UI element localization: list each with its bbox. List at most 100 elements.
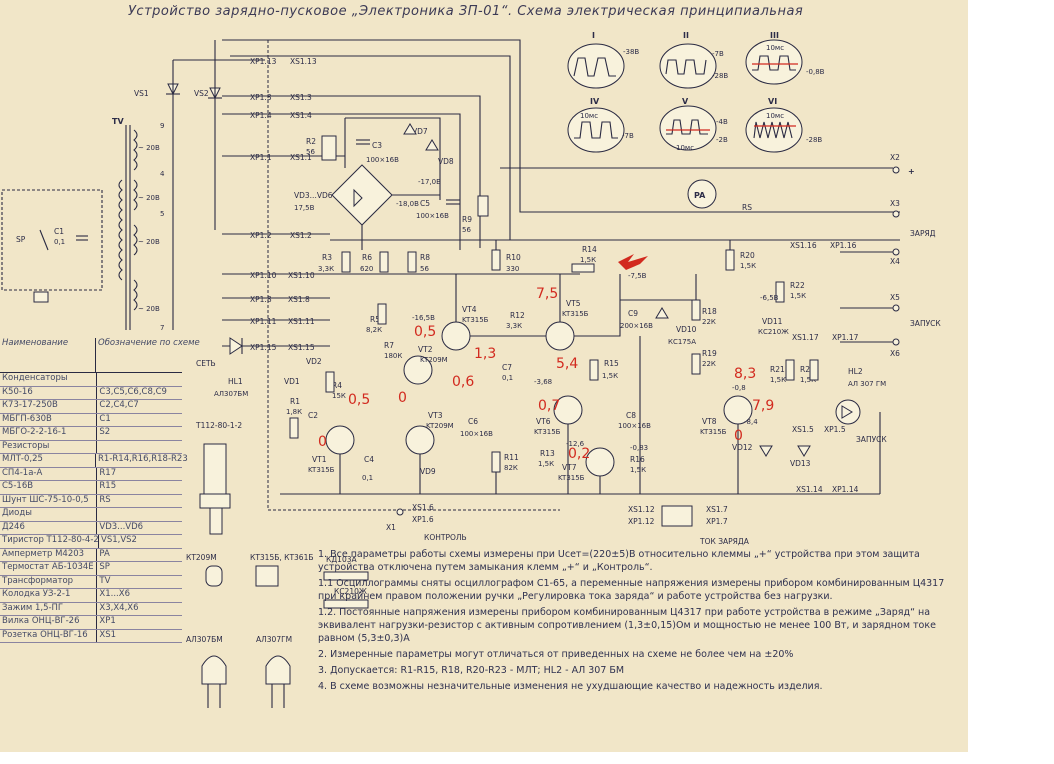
- r13-value: 1,5К: [538, 460, 554, 468]
- output-terminals: X2 + PA RS X3 ЗАРЯД X4 X5 ЗАПУСК X6 XS1.…: [500, 153, 941, 494]
- red-mark-8: 8,3: [734, 366, 756, 382]
- osc-5-label: V: [682, 97, 689, 106]
- vt5-type: KT315Б: [562, 310, 589, 318]
- kt315-label: КТ315Б, КТ361Б: [250, 553, 314, 562]
- pin-4: 4: [160, 170, 165, 178]
- r18-value: 22К: [702, 318, 716, 326]
- r5-value: 8,2К: [366, 326, 382, 334]
- osc-5-value3: -2В: [716, 136, 728, 144]
- bom-row-name: Амперметр М4203: [0, 548, 98, 561]
- r16-value: 1,5К: [630, 466, 646, 474]
- margin-strip: [968, 0, 1054, 764]
- xp16-label: XP1.6: [412, 515, 434, 524]
- component-packages: Т112-80-1-2 КТ209М КТ315Б, КТ361Б КД103А…: [186, 421, 369, 708]
- winding-4-voltage: ~ 20В: [138, 305, 160, 313]
- vt6-label: VT6: [536, 417, 551, 426]
- bom-row-name: МЛТ-0,25: [0, 454, 96, 467]
- xs11-label: XS1.1: [290, 153, 312, 162]
- r3-label: R3: [322, 253, 332, 262]
- v08-label: -0,8: [732, 384, 746, 392]
- led-hl1: СЕТЬ HL1 АЛ307БМ: [196, 337, 248, 398]
- red-mark-3: 1,3: [474, 346, 496, 362]
- xs117-label: XS1.17: [792, 333, 819, 342]
- hl2-label: HL2: [848, 367, 863, 376]
- schematic-title: Устройство зарядно-пусковое „Электроника…: [128, 4, 804, 19]
- xs18-label: XS1.8: [288, 295, 310, 304]
- vd11-label: VD11: [762, 317, 783, 326]
- v75-label: -7,5В: [628, 272, 647, 280]
- bom-row-name: МБГП-630В: [0, 413, 98, 426]
- v126-label: -12,6: [566, 440, 585, 448]
- xp15-label: XP1.5: [824, 425, 846, 434]
- c6-value: 100×16В: [460, 430, 493, 438]
- bom-row-name: Термостат АБ-1034Е: [0, 562, 98, 575]
- xs111-label: XS1.11: [288, 317, 315, 326]
- x2-label: X2: [890, 153, 900, 162]
- vt6-type: KT315Б: [534, 428, 561, 436]
- vd8-label: VD8: [438, 157, 454, 166]
- bom-row-ref: X3,X4,X6: [99, 602, 139, 613]
- c5-value: 100×16В: [416, 212, 449, 220]
- bom-row-ref: C1: [99, 413, 111, 424]
- bom-row-ref: [97, 441, 182, 454]
- osc-5: V -4В 10мс -2В: [659, 97, 728, 152]
- bom-row-name: Резисторы: [0, 440, 98, 453]
- c9-value: 200×16В: [620, 322, 653, 330]
- hl1-label: HL1: [228, 377, 243, 386]
- r15-label: R15: [604, 359, 619, 368]
- vt3-label: VT3: [428, 411, 443, 420]
- osc-3-label: III: [770, 31, 779, 40]
- red-mark-12: 0,5: [348, 392, 370, 408]
- c5-label: C5: [420, 199, 430, 208]
- r2-value: 56: [306, 148, 315, 156]
- osc-2-label: II: [683, 31, 689, 40]
- pa-label: PA: [694, 191, 706, 200]
- red-scribble: [618, 254, 648, 270]
- kontrol-label: КОНТРОЛЬ: [424, 533, 467, 542]
- r11-value: 82К: [504, 464, 518, 472]
- red-mark-9: 7,9: [752, 398, 774, 414]
- note-1: 1. Все параметры работы схемы измерены п…: [318, 549, 920, 573]
- tv-label: TV: [112, 117, 124, 126]
- r23-label: R23: [800, 365, 815, 374]
- osc-2-value2: -28В: [712, 72, 728, 80]
- kt209-label: КТ209М: [186, 553, 217, 562]
- vd11-type: КС210Ж: [758, 328, 789, 336]
- bom-row-name: Шунт ШС-75-10-0,5: [0, 494, 98, 507]
- bom-row-name: Конденсаторы: [0, 373, 98, 386]
- bom-row-ref: X1...X6: [99, 589, 130, 599]
- vs2-label: VS2: [194, 89, 209, 98]
- red-mark-5: 5,4: [556, 356, 578, 372]
- osc-3-value2: -0,8В: [806, 68, 825, 76]
- red-mark-7: 0,2: [568, 446, 590, 462]
- r22-value: 1,5К: [790, 292, 806, 300]
- note-2: 2. Измеренные параметры могут отличаться…: [318, 649, 794, 660]
- bom-row-ref: SP: [99, 562, 110, 572]
- transistor-stage: VT4 KT315Б -16,5В VT5 KT315Б R12 3,3К C7…: [280, 272, 880, 495]
- vt7-label: VT7: [562, 463, 577, 472]
- v165-label: -16,5В: [412, 314, 435, 322]
- c4-value: 0,1: [362, 474, 373, 482]
- xs110-label: XS1.10: [288, 271, 315, 280]
- vt1-label: VT1: [312, 455, 327, 464]
- vt5-label: VT5: [566, 299, 581, 308]
- xp115-label: XP1.15: [250, 343, 277, 352]
- notes-block: 1. Все параметры работы схемы измерены п…: [318, 548, 958, 696]
- vs1-label: VS1: [134, 89, 149, 98]
- osc-4: IV 10мс -7В: [567, 97, 634, 153]
- vd13-label: VD13: [790, 459, 811, 468]
- osc-2: II -7В -28В: [659, 31, 728, 89]
- x4-label: X4: [890, 257, 900, 266]
- winding-2-voltage: ~ 20В: [138, 194, 160, 202]
- t112-label: Т112-80-1-2: [195, 421, 242, 430]
- bom-row: Резисторы: [0, 440, 182, 454]
- vt7-type: KT315Б: [558, 474, 585, 482]
- led-hl2: HL2 АЛ 307 ГМ ЗАПУСК XS1.5 XP1.5: [792, 367, 887, 444]
- bom-row-ref: VS1,VS2: [101, 535, 137, 545]
